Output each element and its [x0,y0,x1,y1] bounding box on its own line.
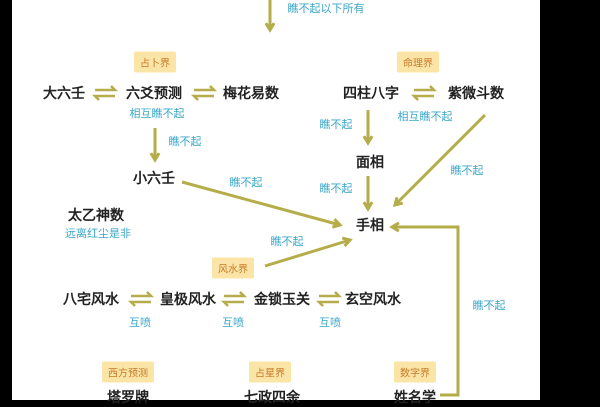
label-despise: 瞧不起 [472,299,506,312]
label-tai-yi-note: 远离红尘是非 [65,227,131,240]
node-mian-xiang: 面相 [356,155,384,171]
arrow-xiaoliuren-to-shouxiang-head [331,218,343,229]
label-despise: 瞧不起 [319,118,353,131]
arrow-liuyao-to-xiaoliuren-head [149,152,161,163]
arrow-sizhu-to-mianxiang-head [362,135,374,146]
label-mutual-destiny: 相互瞧不起 [397,110,453,123]
node-huang-ji: 皇极风水 [160,292,216,308]
node-xing-ming: 姓名学 [394,390,436,406]
badge-destiny: 命理界 [397,51,439,73]
swap-arrows-icon [127,291,155,307]
label-spray: 互喷 [222,316,244,329]
node-zi-wei: 紫微斗数 [448,86,504,102]
label-despise: 瞧不起 [270,235,304,248]
node-liu-yao: 六爻预测 [126,86,182,102]
top-label: 瞧不起以下所有 [287,2,365,15]
swap-arrows-icon [410,85,438,101]
label-spray: 互喷 [319,316,341,329]
arrow-xiaoliuren-to-shouxiang [181,180,341,227]
label-despise: 瞧不起 [229,176,263,189]
node-si-zhu: 四柱八字 [343,86,399,102]
arrows-layer [91,0,487,397]
label-despise: 瞧不起 [450,164,484,177]
arrow-fengshui-to-shouxiang-head [341,236,353,247]
label-despise: 瞧不起 [319,182,353,195]
arrow-ziwei-to-shouxiang [393,113,487,207]
node-xiao-liu-ren: 小六壬 [133,171,175,187]
node-mei-hua: 梅花易数 [223,86,279,102]
diagram-canvas: 瞧不起以下所有 占卜界 命理界 风水界 西方预测 占星界 数字界 大六壬 六爻预… [12,0,540,406]
arrow-mianxiang-to-shouxiang-head [362,201,374,212]
swap-arrows-icon [190,85,218,101]
node-qi-zheng: 七政四余 [244,390,300,406]
arrow-top-down-head [264,22,276,33]
badge-fengshui: 风水界 [212,257,254,279]
arrow-ziwei-to-shouxiang-head [392,196,404,208]
node-xuan-kong: 玄空风水 [345,292,401,308]
badge-astrology: 占星界 [249,361,291,383]
arrow-fengshui-to-shouxiang [264,238,351,268]
badge-numerology: 数字界 [394,361,436,383]
label-despise: 瞧不起 [168,135,202,148]
label-spray: 互喷 [129,316,151,329]
badge-divination: 占卜界 [134,51,176,73]
node-shou-xiang: 手相 [356,218,384,234]
node-da-liu-ren: 大六壬 [43,86,85,102]
label-mutual-divination: 相互瞧不起 [129,107,185,120]
badge-western: 西方预测 [102,361,154,383]
arrow-xingming-to-shouxiang [392,225,460,397]
arrow-xingming-to-shouxiang-head [389,221,400,233]
swap-arrows-icon [220,291,248,307]
node-tai-yi: 太乙神数 [68,208,124,224]
node-jin-suo: 金锁玉关 [254,292,310,308]
swap-arrows-icon [315,291,343,307]
node-tarot: 塔罗牌 [107,390,149,406]
node-ba-zhai: 八宅风水 [63,292,119,308]
swap-arrows-icon [91,85,119,101]
